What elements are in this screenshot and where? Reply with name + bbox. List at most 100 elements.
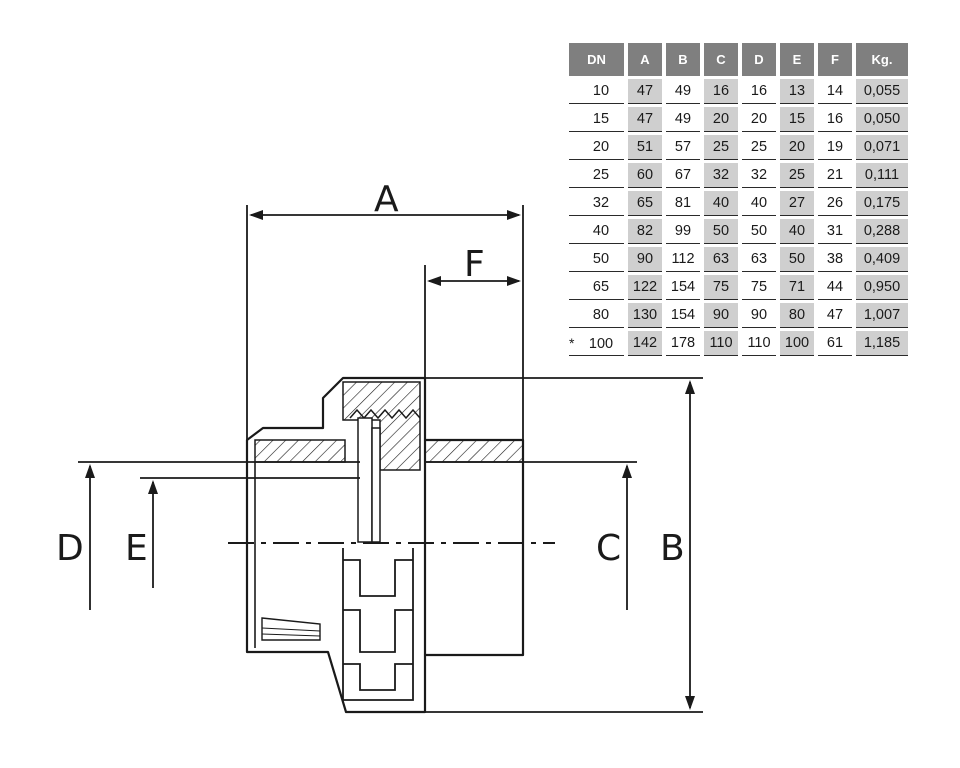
arrow-f-right [507, 276, 521, 286]
thread-teeth [349, 408, 421, 420]
cell-c: 16 [704, 79, 738, 104]
cell-d: 50 [742, 219, 776, 244]
dn-value: 80 [592, 307, 610, 323]
header-f: F [818, 43, 852, 76]
cell-b: 154 [666, 275, 700, 300]
cell-e: 13 [780, 79, 814, 104]
cell-kg: 0,409 [856, 247, 908, 272]
cell-e: 40 [780, 219, 814, 244]
cell-b: 57 [666, 135, 700, 160]
header-a: A [628, 43, 662, 76]
header-dn: DN [569, 43, 624, 76]
header-c: C [704, 43, 738, 76]
cell-dn: 80 [569, 303, 624, 328]
label-d: D [56, 528, 84, 569]
cell-f: 61 [818, 331, 852, 356]
cell-f: 19 [818, 135, 852, 160]
cell-f: 16 [818, 107, 852, 132]
cell-e: 25 [780, 163, 814, 188]
dn-value: 20 [592, 139, 610, 155]
label-a: A [374, 179, 399, 220]
cell-kg: 0,288 [856, 219, 908, 244]
cell-e: 20 [780, 135, 814, 160]
cell-c: 32 [704, 163, 738, 188]
cell-c: 40 [704, 191, 738, 216]
cell-dn: 32 [569, 191, 624, 216]
cell-f: 31 [818, 219, 852, 244]
cell-c: 110 [704, 331, 738, 356]
arrow-e [148, 480, 158, 494]
cell-dn: 25 [569, 163, 624, 188]
label-e: E [125, 528, 148, 569]
cell-d: 32 [742, 163, 776, 188]
cell-c: 50 [704, 219, 738, 244]
dn-value: 40 [592, 223, 610, 239]
cell-d: 40 [742, 191, 776, 216]
cell-b: 154 [666, 303, 700, 328]
cell-e: 80 [780, 303, 814, 328]
cell-f: 26 [818, 191, 852, 216]
cell-kg: 0,050 [856, 107, 908, 132]
cell-c: 75 [704, 275, 738, 300]
cell-kg: 1,007 [856, 303, 908, 328]
cell-b: 112 [666, 247, 700, 272]
header-b: B [666, 43, 700, 76]
cell-f: 14 [818, 79, 852, 104]
cell-b: 99 [666, 219, 700, 244]
arrow-f-left [427, 276, 441, 286]
dn-value: 15 [592, 111, 610, 127]
left-wall-section [254, 439, 346, 463]
header-kg: Kg. [856, 43, 908, 76]
cell-a: 122 [628, 275, 662, 300]
arrow-d [85, 464, 95, 478]
dn-value: 32 [592, 195, 610, 211]
cell-dn: 10 [569, 79, 624, 104]
cell-f: 38 [818, 247, 852, 272]
oring-seal [357, 417, 373, 543]
cell-b: 178 [666, 331, 700, 356]
cell-d: 25 [742, 135, 776, 160]
cell-b: 49 [666, 107, 700, 132]
arrow-c [622, 464, 632, 478]
row-marker: * [569, 334, 575, 351]
inner-spigot [371, 427, 381, 543]
header-e: E [780, 43, 814, 76]
label-b: B [660, 528, 685, 569]
cell-d: 75 [742, 275, 776, 300]
cell-b: 81 [666, 191, 700, 216]
arrow-a-left [249, 210, 263, 220]
cell-f: 44 [818, 275, 852, 300]
cell-e: 15 [780, 107, 814, 132]
cell-a: 47 [628, 79, 662, 104]
right-wall-section [424, 439, 524, 463]
cell-c: 25 [704, 135, 738, 160]
cell-b: 49 [666, 79, 700, 104]
cell-f: 47 [818, 303, 852, 328]
cell-a: 90 [628, 247, 662, 272]
header-d: D [742, 43, 776, 76]
cell-b: 67 [666, 163, 700, 188]
cell-c: 90 [704, 303, 738, 328]
cell-kg: 0,055 [856, 79, 908, 104]
arrow-a-right [507, 210, 521, 220]
arrow-b-bottom [685, 696, 695, 710]
label-f: F [464, 244, 485, 285]
end-grip [261, 617, 321, 641]
nut-ribs [342, 548, 414, 701]
cell-e: 100 [780, 331, 814, 356]
cell-c: 20 [704, 107, 738, 132]
dn-value: 100 [588, 335, 614, 352]
dn-value: 25 [592, 167, 610, 183]
cell-a: 142 [628, 331, 662, 356]
